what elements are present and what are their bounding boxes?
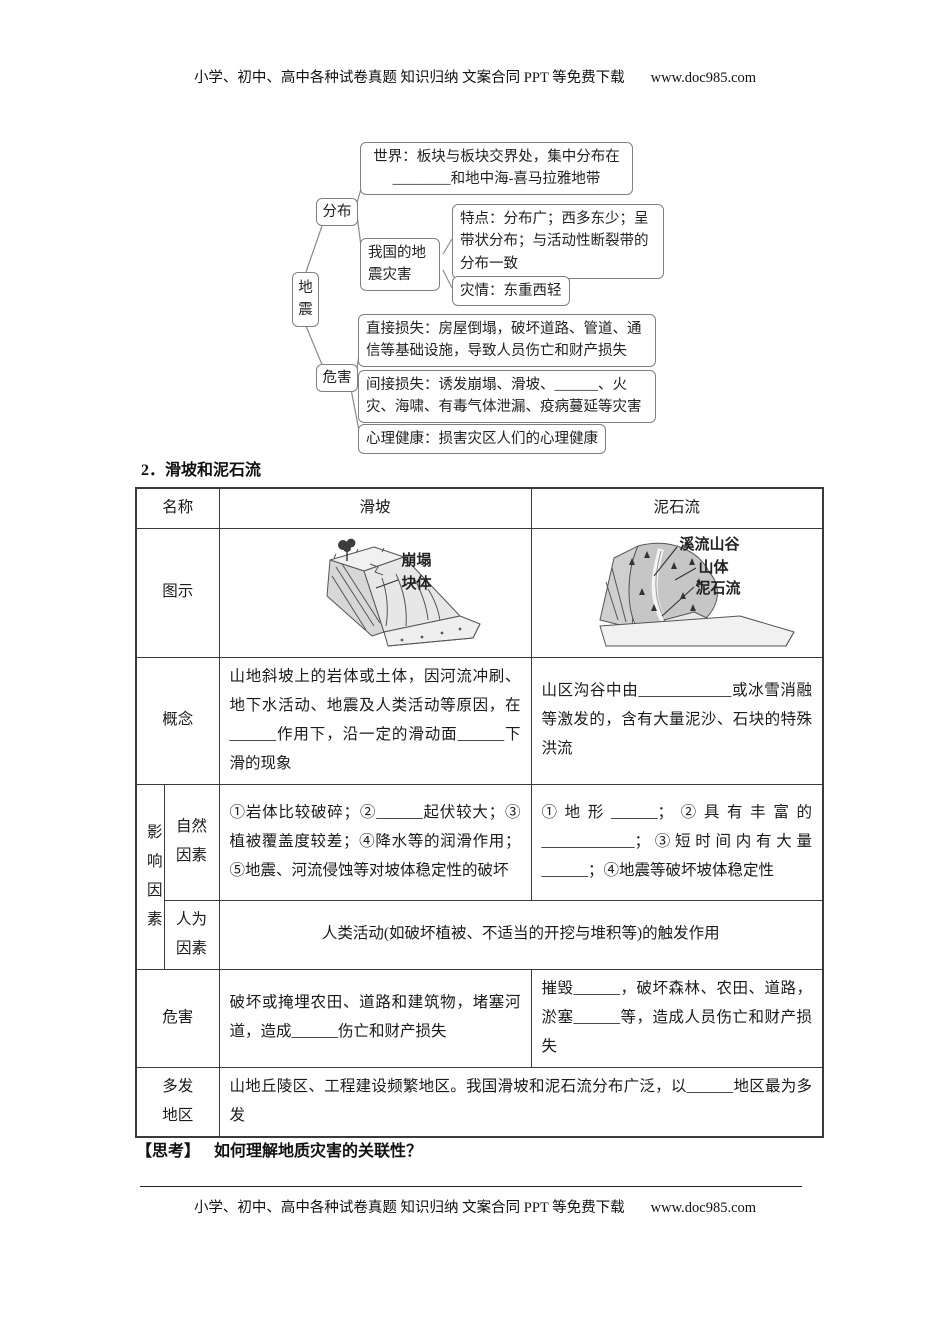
think-label: 【思考】 <box>136 1143 201 1160</box>
mindmap-direct-loss-box: 直接损失：房屋倒塌，破坏道路、管道、通信等基础设施，导致人员伤亡和财产损失 <box>358 314 656 367</box>
landslide-figure-cell: 崩塌块体 <box>218 527 532 658</box>
row-label-hazard: 危害 <box>135 968 220 1068</box>
table-row: 概念 山地斜坡上的岩体或土体，因河流冲刷、地下水活动、地震及人类活动等原因，在_… <box>135 656 824 785</box>
col-header-name: 名称 <box>135 487 220 529</box>
hazard-debris-cell: 摧毁______，破坏森林、农田、道路，淤塞______等，造成人员伤亡和财产损… <box>530 968 824 1068</box>
trees-icon <box>628 550 702 611</box>
row-label-natural-factors: 自然因素 <box>163 783 220 901</box>
mindmap-china-features-box: 特点：分布广；西多东少；呈带状分布；与活动性断裂带的分布一致 <box>452 204 664 280</box>
table-row: 名称 滑坡 泥石流 <box>135 487 824 529</box>
mindmap-indirect-loss-box: 间接损失：诱发崩塌、滑坡、______、火灾、海啸、有毒气体泄漏、疫病蔓延等灾害 <box>358 370 656 423</box>
natural-factors-debris-cell: ①地形______；②具有丰富的____________；③短时间内有大量___… <box>530 783 824 901</box>
concept-debris-cell: 山区沟谷中由____________或冰雪消融等激发的，含有大量泥沙、石块的特殊… <box>530 656 824 785</box>
table-row: 危害 破坏或掩埋农田、道路和建筑物，堵塞河道，造成______伤亡和财产损失 摧… <box>135 968 824 1068</box>
mindmap-china-earthquake-node: 我国的地震灾害 <box>360 238 440 291</box>
landslide-caption: 崩塌块体 <box>401 552 432 593</box>
section-title: 2．滑坡和泥石流 <box>141 462 262 479</box>
debris-figure-cell: 溪流山谷 山体 泥石流 <box>530 527 824 658</box>
page-footer: 小学、初中、高中各种试卷真题 知识归纳 文案合同 PPT 等免费下载 www.do… <box>0 1196 950 1217</box>
debris-caption-valley: 溪流山谷 <box>679 536 740 553</box>
mindmap-distribution-node: 分布 <box>316 198 358 227</box>
table-row: 多发地区 山地丘陵区、工程建设频繁地区。我国滑坡和泥石流分布广泛，以______… <box>135 1066 824 1138</box>
landslide-illustration <box>326 538 481 647</box>
footer-divider <box>140 1186 802 1187</box>
row-label-illustration: 图示 <box>135 527 220 658</box>
col-header-debris: 泥石流 <box>530 487 824 529</box>
col-header-landslide: 滑坡 <box>218 487 532 529</box>
human-factors-cell: 人类活动(如破坏植被、不适当的开挖与堆积等)的触发作用 <box>218 899 824 970</box>
table-row: 影响因素 自然因素 ①岩体比较破碎；②______起伏较大；③植被覆盖度较差；④… <box>135 783 824 970</box>
concept-landslide-cell: 山地斜坡上的岩体或土体，因河流冲刷、地下水活动、地震及人类活动等原因，在____… <box>218 656 532 785</box>
debris-flow-illustration <box>599 542 795 647</box>
header-promo-text: 小学、初中、高中各种试卷真题 知识归纳 文案合同 PPT 等免费下载 <box>193 70 625 86</box>
table-row: 人为因素 人类活动(如破坏植被、不适当的开挖与堆积等)的触发作用 <box>136 899 824 970</box>
row-label-concept: 概念 <box>135 656 220 785</box>
mindmap-hazard-node: 危害 <box>316 364 358 393</box>
row-label-human-factors: 人为因素 <box>163 899 220 970</box>
earthquake-mindmap: 地震 分布 危害 世界：板块与板块交界处，集中分布在 ________和地中海-… <box>0 130 950 465</box>
mindmap-world-distribution-box: 世界：板块与板块交界处，集中分布在 ________和地中海-喜马拉雅地带 <box>360 142 633 195</box>
mindmap-root-node: 地震 <box>292 272 319 327</box>
think-question: 如何理解地质灾害的关联性？ <box>214 1143 423 1160</box>
debris-caption-mountain: 山体 <box>698 559 729 576</box>
debris-caption-flow: 泥石流 <box>695 580 741 597</box>
footer-site-link[interactable]: www.doc985.com <box>650 1200 757 1216</box>
row-label-region: 多发地区 <box>135 1066 220 1138</box>
landslide-debrisflow-table: 名称 滑坡 泥石流 图示 <box>135 487 825 1138</box>
region-cell: 山地丘陵区、工程建设频繁地区。我国滑坡和泥石流分布广泛，以______地区最为多… <box>218 1066 824 1138</box>
hazard-landslide-cell: 破坏或掩埋农田、道路和建筑物，堵塞河道，造成______伤亡和财产损失 <box>218 968 532 1068</box>
mindmap-psych-health-box: 心理健康：损害灾区人们的心理健康 <box>358 424 606 455</box>
table-row: 图示 <box>135 527 824 658</box>
row-label-factors: 影响因素 <box>135 783 165 970</box>
footer-promo-text: 小学、初中、高中各种试卷真题 知识归纳 文案合同 PPT 等免费下载 <box>193 1200 625 1216</box>
tree-icon <box>337 538 355 561</box>
landslide-figure: 崩塌块体 <box>230 534 521 652</box>
natural-factors-landslide-cell: ①岩体比较破碎；②______起伏较大；③植被覆盖度较差；④降水等的润滑作用；⑤… <box>218 783 532 901</box>
think-block: 【思考】如何理解地质灾害的关联性？ <box>136 1137 422 1161</box>
page-header: 小学、初中、高中各种试卷真题 知识归纳 文案合同 PPT 等免费下载 www.do… <box>0 66 950 87</box>
region-label-text: 多发地区 <box>162 1077 194 1124</box>
debris-flow-figure: 溪流山谷 山体 泥石流 <box>542 534 813 652</box>
header-site-link[interactable]: www.doc985.com <box>650 70 757 86</box>
mindmap-china-situation-box: 灾情：东重西轻 <box>452 276 570 307</box>
